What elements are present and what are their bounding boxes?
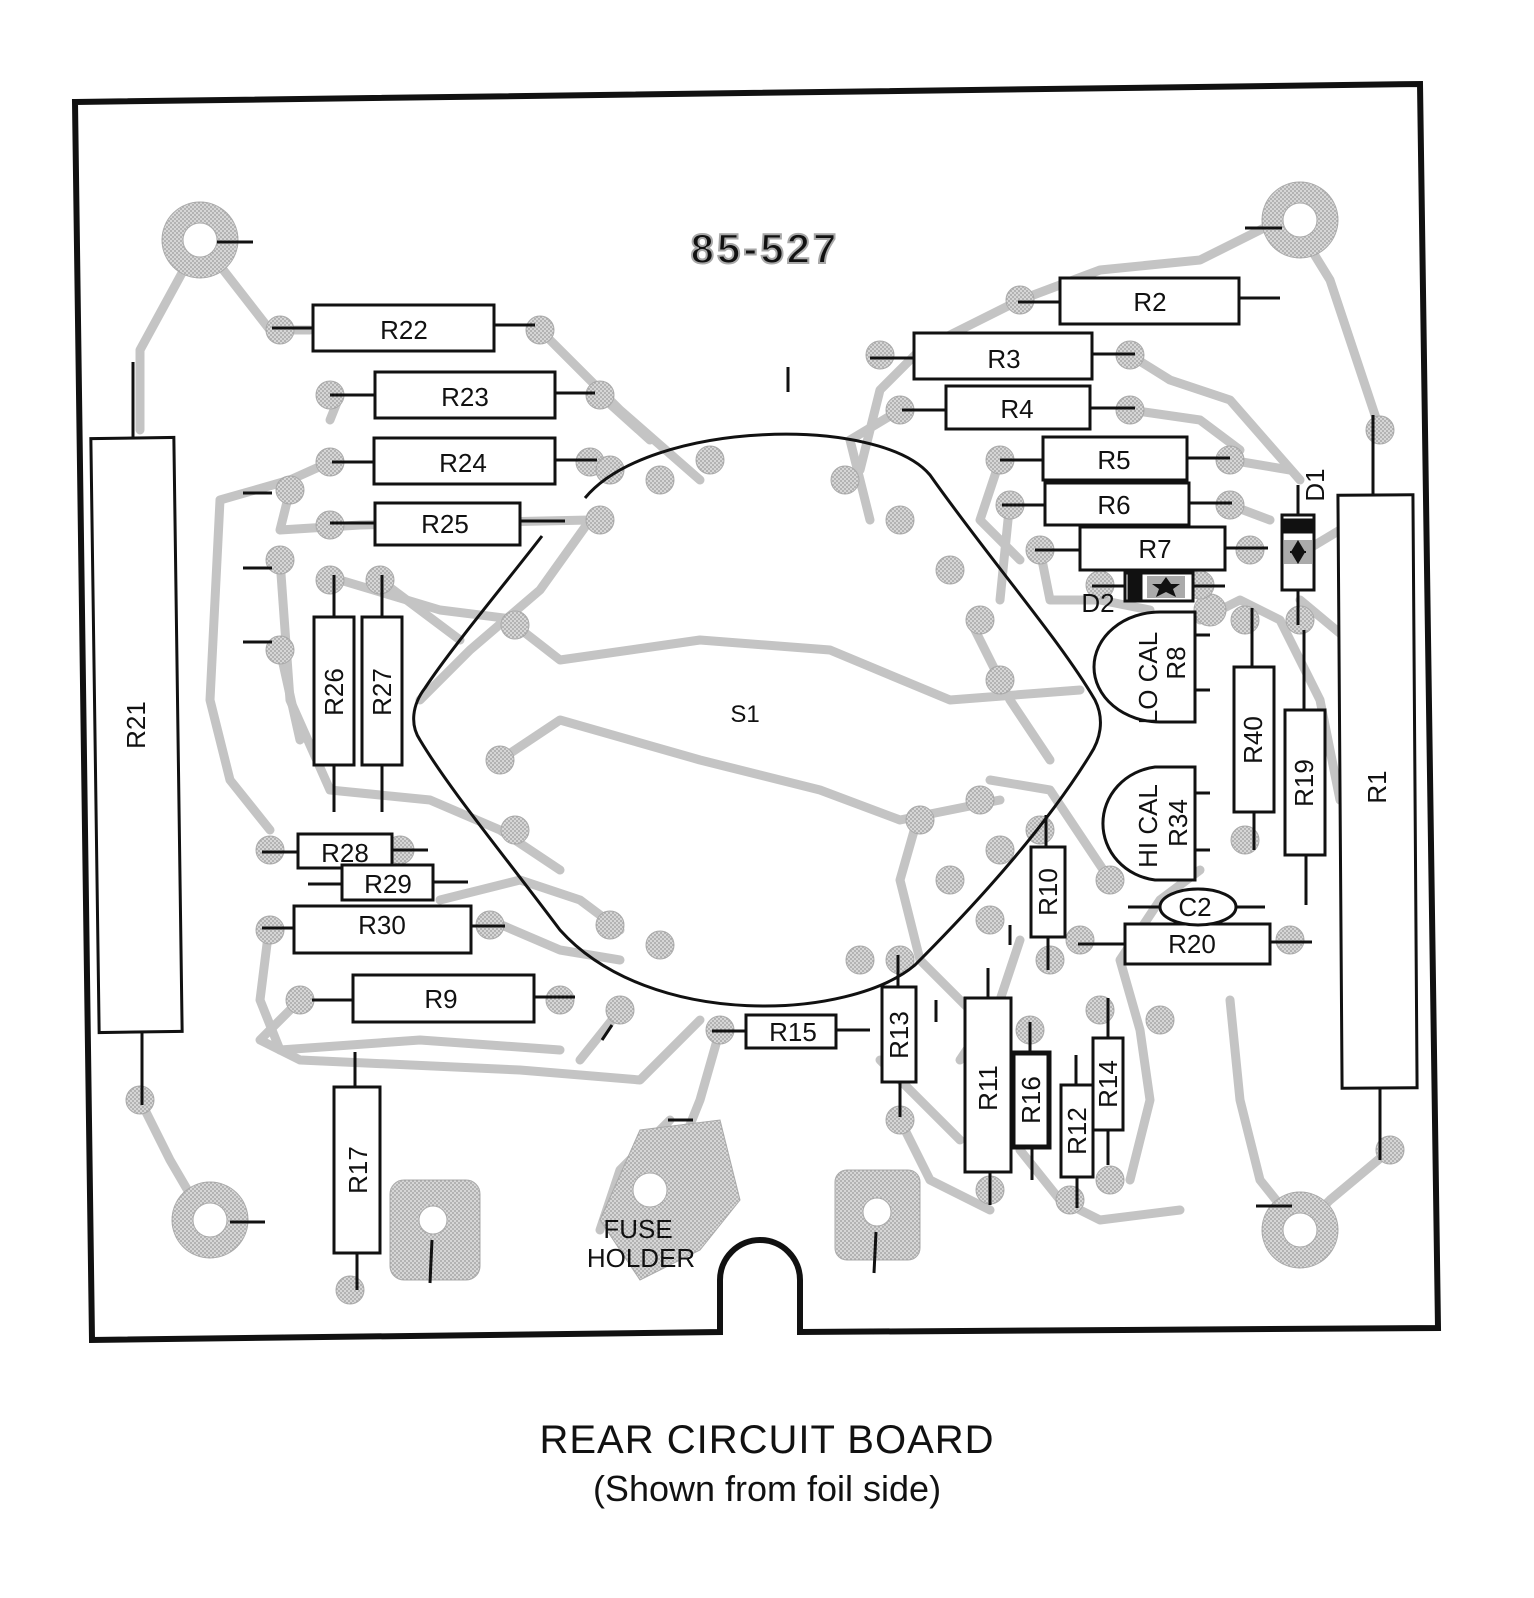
diodes <box>1092 485 1316 625</box>
label-r1: R1 <box>1362 770 1392 803</box>
label-r12: R12 <box>1062 1107 1092 1155</box>
resistor-r1 <box>1336 493 1419 1090</box>
label-d1: D1 <box>1300 468 1330 501</box>
board-outline <box>71 80 1442 1344</box>
resistor-r26 <box>312 615 356 767</box>
switch-s1-label: S1 <box>730 701 759 728</box>
capacitor-c2 <box>1158 887 1238 927</box>
resistor-r21 <box>89 435 184 1035</box>
label-r14: R14 <box>1093 1060 1123 1108</box>
label-r27: R27 <box>367 668 397 716</box>
resistor-r40 <box>1232 665 1276 814</box>
label-r5: R5 <box>1097 445 1130 475</box>
label-r11: R11 <box>973 1065 1003 1111</box>
switch-s1-outline <box>412 432 1102 1008</box>
resistor-r9 <box>351 973 536 1024</box>
foil-pads <box>125 181 1405 1305</box>
label-r29: R29 <box>364 869 412 899</box>
resistor-r4 <box>944 384 1092 431</box>
label-r22: R22 <box>380 315 428 345</box>
label-r9: R9 <box>424 984 457 1014</box>
board-number: 85-527 <box>691 225 840 272</box>
trimmers <box>1092 610 1210 882</box>
resistor-r19 <box>1283 708 1327 857</box>
resistor-r13 <box>880 985 918 1084</box>
label-r16: R16 <box>1016 1076 1046 1124</box>
label-fuse: FUSE <box>603 1214 672 1244</box>
label-r7: R7 <box>1138 534 1171 564</box>
resistor-r17 <box>332 1085 382 1255</box>
resistor-r10 <box>1029 845 1067 939</box>
trimmer-r34 <box>1101 765 1197 882</box>
label-r24: R24 <box>439 448 487 478</box>
label-r19: R19 <box>1289 759 1319 807</box>
resistor-r30 <box>292 904 473 955</box>
diode-d2-symbol <box>1152 577 1180 597</box>
label-r25: R25 <box>421 509 469 539</box>
label-r3: R3 <box>987 344 1020 374</box>
label-r4: R4 <box>1000 394 1033 424</box>
resistor-r7 <box>1078 525 1227 572</box>
label-c2: C2 <box>1178 892 1211 922</box>
resistor-r2 <box>1058 276 1241 326</box>
resistor-r29 <box>340 863 435 902</box>
resistor-r15 <box>744 1013 838 1050</box>
label-r13: R13 <box>884 1011 914 1059</box>
label-r20: R20 <box>1168 929 1216 959</box>
label-r28: R28 <box>321 838 369 868</box>
diode-d1-symbol <box>1290 540 1306 564</box>
resistor-r23 <box>373 370 557 420</box>
label-r2: R2 <box>1133 287 1166 317</box>
label-d2: D2 <box>1081 588 1114 618</box>
label-r23: R23 <box>441 382 489 412</box>
resistor-r5 <box>1041 435 1189 482</box>
label-r15: R15 <box>769 1017 817 1047</box>
label-r17: R17 <box>343 1146 373 1194</box>
label-r21: R21 <box>121 701 151 749</box>
resistors <box>89 276 1419 1290</box>
label-r34: R34 <box>1163 799 1193 847</box>
caption-subtitle: (Shown from foil side) <box>592 1468 942 1509</box>
resistor-r3 <box>912 331 1094 381</box>
resistor-r14 <box>1091 1036 1125 1132</box>
label-holder: HOLDER <box>587 1243 695 1273</box>
label-r26: R26 <box>319 668 349 716</box>
label-r10: R10 <box>1033 868 1063 916</box>
label-r8: R8 <box>1161 646 1191 679</box>
caption-title: REAR CIRCUIT BOARD <box>539 1418 995 1462</box>
resistor-r22 <box>311 303 496 353</box>
trimmer-r8 <box>1092 610 1197 724</box>
label-r40: R40 <box>1238 716 1268 764</box>
resistor-r24 <box>372 436 557 486</box>
label-r30: R30 <box>358 910 406 940</box>
label-hi-cal: HI CAL <box>1133 784 1163 868</box>
resistor-r6 <box>1043 481 1191 527</box>
component-labels: R22 R23 R24 R25 R26 R27 R21 R28 R29 R30 … <box>121 287 1392 1273</box>
resistor-r27 <box>360 615 404 767</box>
label-lo-cal: LO CAL <box>1133 632 1163 725</box>
resistor-r11 <box>963 996 1013 1174</box>
capacitors <box>1128 887 1265 927</box>
resistor-r25 <box>373 501 522 547</box>
label-r6: R6 <box>1097 490 1130 520</box>
resistor-r20 <box>1123 922 1272 966</box>
resistor-r12 <box>1059 1083 1095 1179</box>
resistor-r16 <box>1010 1050 1052 1150</box>
jumper-marks <box>217 226 1292 1284</box>
